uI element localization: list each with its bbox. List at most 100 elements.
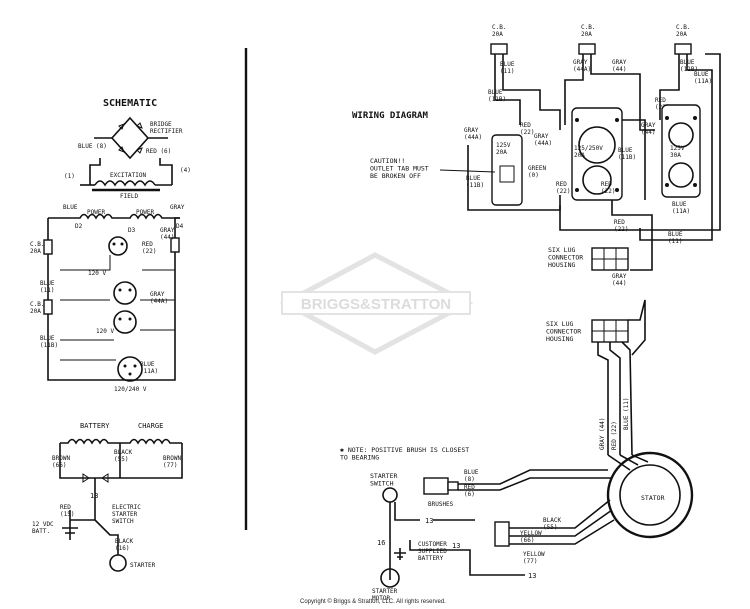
label-w-blue-11b-left: BLUE(11B): [466, 175, 484, 189]
label-w-gray-44a: GRAY(44A): [573, 59, 591, 73]
label-schem-blue: BLUE: [63, 204, 78, 211]
schem-starter-symbol: [109, 554, 127, 572]
label-schem-starter: STARTER: [130, 562, 156, 569]
outlet-125v-20a: [491, 134, 523, 206]
label-terminal-1: (1): [64, 173, 75, 180]
charge-windings: [60, 438, 182, 445]
label-w-gray-44-vertical: GRAY (44): [599, 417, 606, 450]
label-w-blue-11-lower: BLUE(11): [668, 231, 683, 245]
label-schem-brown-77: BROWN(77): [163, 455, 181, 469]
label-stator: STATOR: [641, 494, 665, 502]
label-schem-brown-66: BROWN(66): [52, 455, 70, 469]
label-schem-cb-2: C.B.20A: [30, 301, 44, 315]
schem-battery-symbol: [62, 510, 78, 540]
schematic-main-loop: [47, 217, 180, 381]
bridge-rectifier-symbol: [110, 116, 150, 160]
label-brushes: BRUSHES: [428, 501, 454, 508]
label-schem-gray-44a: GRAY(44A): [150, 291, 168, 305]
label-schem-120v-a: 120 V: [88, 270, 106, 277]
label-w-blue-8: BLUE(8): [464, 469, 479, 483]
wiring-cb-2: [578, 43, 596, 55]
label-excitation: EXCITATION: [110, 172, 147, 179]
wiring-cb-3: [674, 43, 692, 55]
label-d4: D4: [176, 223, 184, 230]
schem-outlet-120v-a: [108, 236, 128, 256]
label-schem-gray: GRAY: [170, 204, 185, 211]
wiring-title: WIRING DIAGRAM: [352, 111, 428, 121]
label-d2: D2: [75, 223, 83, 230]
label-w-red-22-left: RED(22): [520, 122, 534, 136]
label-w-red-22-bl: RED(22): [556, 181, 570, 195]
label-w-gray-44-right: GRAY(44): [641, 122, 656, 136]
label-w-16: 16: [377, 539, 385, 547]
schem-outlet-wires: [60, 255, 175, 361]
label-w-black-55: BLACK(55): [543, 517, 561, 531]
schem-circuit-breaker-2: [43, 299, 53, 315]
label-schem-battery: BATTERY: [80, 422, 110, 430]
label-schem-blue-11a: BLUE(11A): [140, 361, 158, 375]
label-wiring-cb-2: C.B.20A: [581, 24, 595, 38]
label-wiring-cb-1: C.B.20A: [492, 24, 506, 38]
starter-switch-symbol: [382, 487, 398, 503]
label-w-red-22-lower: RED(22): [614, 219, 628, 233]
label-schem-blue-11b: BLUE(11B): [40, 335, 58, 349]
label-w-13-a: 13: [425, 517, 433, 525]
label-w-gray-44a-mid: GRAY(44A): [534, 133, 552, 147]
schem-circuit-breaker-1: [43, 239, 53, 255]
charge-connector: [494, 521, 510, 547]
label-schem-120v-b: 120 V: [96, 328, 114, 335]
label-w-blue-11-vertical: BLUE (11): [623, 397, 630, 430]
label-terminal-4: (4): [180, 167, 191, 174]
wiring-cb-1: [490, 43, 508, 55]
label-w-blue-11b-2: BLUE(11B): [488, 89, 506, 103]
label-power-left: POWER: [87, 209, 105, 216]
label-red-6: RED (6): [146, 148, 171, 155]
label-w-red-22-bm: RED(22): [601, 181, 615, 195]
label-w-blue-11: BLUE(11): [500, 61, 515, 75]
stator-inner: [619, 464, 681, 526]
watermark: BRIGGS&STRATTON: [279, 252, 474, 355]
wiring-panel: WIRING DIAGRAM C.B.20A C.B.20A C.B.20A B…: [339, 24, 721, 602]
brushes-housing: [423, 477, 449, 495]
charge-loop: [59, 443, 183, 479]
starter-circuit: [70, 478, 119, 555]
label-w-blue-11a-top: BLUE(11A): [694, 71, 712, 85]
label-w-blue-11a-right: BLUE(11A): [672, 201, 690, 215]
label-w-red-22-vertical: RED (22): [611, 421, 618, 450]
power-windings: [58, 213, 180, 220]
rectifier-diodes: [118, 122, 143, 154]
starter-motor-symbol: [380, 568, 400, 588]
label-w-13-c: 13: [528, 572, 536, 580]
copyright-text: Copyright © Briggs & Stratton, LLC. All …: [300, 599, 446, 605]
label-schem-120-240v: 120/240 V: [114, 386, 147, 393]
schem-outlet-120-240v: [117, 356, 143, 382]
schematic-title: SCHEMATIC: [103, 98, 157, 109]
label-schem-red-22: RED(22): [142, 241, 156, 255]
charge-diodes: [82, 473, 109, 483]
label-schem-charge: CHARGE: [138, 422, 163, 430]
label-schem-black-16: BLACK(16): [115, 538, 133, 552]
label-w-gray-44: GRAY(44): [612, 59, 627, 73]
label-schem-cb-1: C.B.20A: [30, 241, 44, 255]
schem-outlet-120v-c: [113, 310, 137, 334]
label-w-blue-11b-mid: BLUE(11B): [618, 147, 636, 161]
label-d3: D3: [128, 227, 136, 234]
label-wiring-cb-3: C.B.20A: [676, 24, 690, 38]
label-schem-black-55: BLACK(55): [114, 449, 132, 463]
customer-battery-symbol: [394, 548, 406, 560]
label-w-red-6: RED(6): [464, 484, 475, 498]
label-w-yellow-66: YELLOW(66): [520, 530, 542, 544]
label-w-gray-44a-left: GRAY(44A): [464, 127, 482, 141]
